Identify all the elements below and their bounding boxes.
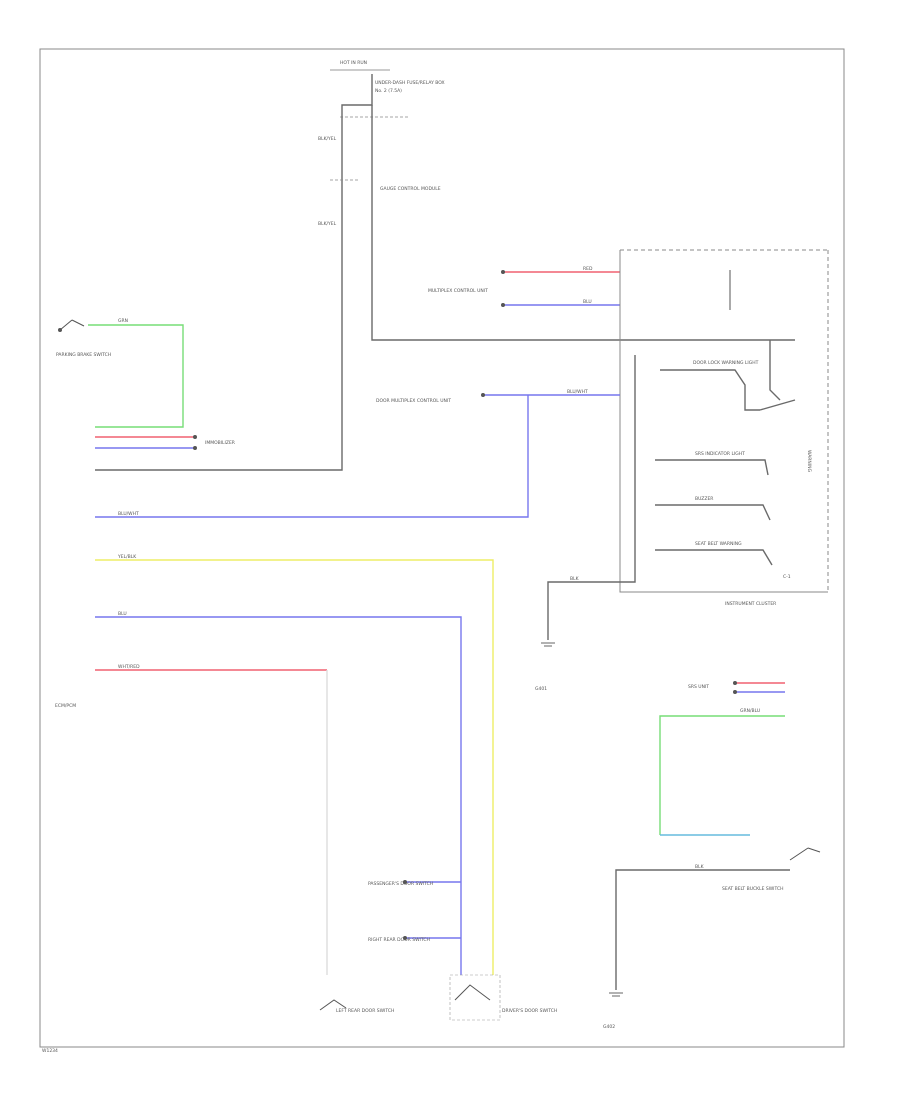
footer-code: W1234 (42, 1048, 58, 1054)
ground-g401-label: G401 (535, 686, 547, 692)
multiplex-block: MULTIPLEX CONTROL UNIT RED BLU (428, 266, 620, 307)
srs-unit-label: SRS UNIT (688, 684, 709, 690)
wire-ground-g402 (615, 869, 790, 990)
wire-blue-long (95, 395, 529, 518)
wire-label-grn: GRN (118, 318, 128, 324)
instrument-cluster-box: INSTRUMENT CLUSTER C-1 (619, 249, 829, 607)
driver-door-label: DRIVER'S DOOR SWITCH (502, 1008, 557, 1014)
srs-light-label: SRS INDICATOR LIGHT (695, 451, 745, 457)
wire-label-blk-2: BLK (695, 864, 705, 870)
wire-ground-g401 (547, 581, 622, 640)
cluster-indicator-2: SRS INDICATOR LIGHT (655, 451, 769, 476)
srs-unit-block: SRS UNIT (688, 681, 785, 694)
wire-label-grn-blu: GRN/BLU (740, 708, 760, 714)
wire-blue-mid (95, 616, 462, 975)
wire-yellow-long (95, 559, 494, 975)
splice-connector: GAUGE CONTROL MODULE (330, 179, 441, 192)
wire-label-wht-red: WHT/RED (118, 664, 140, 670)
wire-label-blu-2: BLU (118, 611, 127, 617)
left-rear-door-label: LEFT REAR DOOR SWITCH (336, 1008, 394, 1014)
multiplex-label: MULTIPLEX CONTROL UNIT (428, 288, 488, 294)
door-multiplex-label: DOOR MULTIPLEX CONTROL UNIT (376, 398, 451, 404)
immobilizer-label: IMMOBILIZER (205, 440, 235, 446)
wire-label-blu: BLU (583, 299, 592, 305)
cluster-indicator-4: SEAT BELT WARNING (655, 541, 773, 566)
gauge-control-label: GAUGE CONTROL MODULE (380, 186, 441, 192)
ground-g402-symbol: G402 (603, 992, 623, 1030)
wire-label-red: RED (583, 266, 593, 272)
seat-belt-buckle-switch: SEAT BELT BUCKLE SWITCH (722, 847, 821, 892)
cluster-indicator-1: DOOR LOCK WARNING LIGHT (660, 360, 760, 411)
buzzer-label: BUZZER (695, 496, 713, 502)
ground-g402-label: G402 (603, 1024, 615, 1030)
cluster-relay (759, 340, 796, 411)
wire-label-yel-blk: YEL/BLK (117, 554, 137, 560)
wire-fuse-main (95, 74, 373, 471)
seat-belt-warning-label: SEAT BELT WARNING (695, 541, 742, 547)
seat-belt-label: SEAT BELT BUCKLE SWITCH (722, 886, 784, 892)
wire-label-blk-ground: BLK (570, 576, 580, 582)
wire-cluster-bus (622, 355, 636, 583)
switch-left-rear-door: LEFT REAR DOOR SWITCH (319, 999, 394, 1014)
wire-label-blu-wht: BLU/WHT (118, 511, 139, 517)
wire-brake-green (88, 324, 184, 428)
warning-right-label: WARNING (806, 450, 812, 472)
instrument-cluster-label: INSTRUMENT CLUSTER (725, 601, 776, 607)
cluster-indicator-3: BUZZER (655, 496, 771, 521)
cluster-code-label: C-1 (783, 574, 791, 580)
wire-label-top-2: BLK/YEL (318, 221, 337, 227)
hot-in-run-label: HOT IN RUN (340, 60, 367, 66)
fuse-number-label: No. 2 (7.5A) (375, 88, 402, 94)
parking-brake-switch: PARKING BRAKE SWITCH (56, 319, 111, 358)
switch-driver-door: DRIVER'S DOOR SWITCH (449, 974, 557, 1021)
passenger-door-label: PASSENGER'S DOOR SWITCH (368, 881, 433, 887)
ecm-label: ECM/PCM (55, 703, 76, 709)
wire-seat-belt-green (659, 715, 785, 835)
ground-g401-symbol: G401 (535, 642, 555, 692)
fuse-box-label: UNDER-DASH FUSE/RELAY BOX (375, 80, 445, 86)
wire-fuse-branch (371, 105, 795, 341)
wire-label-blu-wht-2: BLU/WHT (567, 389, 588, 395)
connector-door-2: RIGHT REAR DOOR SWITCH (368, 936, 461, 943)
fuse-box-block: HOT IN RUN UNDER-DASH FUSE/RELAY BOX No.… (330, 60, 445, 118)
brake-switch-label: PARKING BRAKE SWITCH (56, 352, 111, 358)
door-multiplex-block: DOOR MULTIPLEX CONTROL UNIT BLU/WHT (376, 389, 620, 404)
diagram-frame (39, 48, 845, 1048)
wire-label-top-1: BLK/YEL (318, 136, 337, 142)
connector-door-1: PASSENGER'S DOOR SWITCH (368, 880, 461, 887)
rear-door-label: RIGHT REAR DOOR SWITCH (368, 937, 430, 943)
door-lock-light-label: DOOR LOCK WARNING LIGHT (693, 360, 759, 366)
